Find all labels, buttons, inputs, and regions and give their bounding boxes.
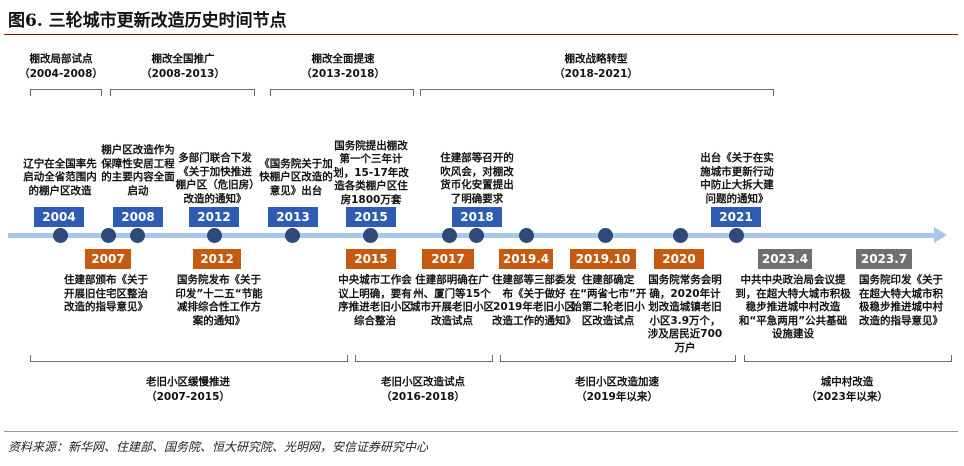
top-phase-4: 棚改战略转型 （2018-2021） bbox=[536, 52, 656, 82]
event-2018-description: 住建部等召开的吹风会，对棚改货币化安置提出了明确要求 bbox=[440, 152, 514, 205]
year-tag-2019-4: 2019.4 bbox=[499, 249, 553, 269]
event-2013-description: 《国务院关于加快棚户区改造的意见》出台 bbox=[259, 157, 333, 197]
top-phase-4-bracket bbox=[420, 89, 774, 96]
top-phase-3-bracket bbox=[270, 89, 414, 96]
timeline-node-2018 bbox=[469, 228, 484, 243]
timeline-node-2008 bbox=[130, 228, 145, 243]
event-2023-7-description: 国务院印发《关于在超大特大城市积极稳步推进城中村改造的指导意见》 bbox=[859, 274, 943, 327]
timeline-node-2020 bbox=[673, 228, 688, 243]
phase-name: 棚改全国推广 bbox=[151, 53, 215, 65]
timeline-node-2012 bbox=[207, 228, 222, 243]
phase-name: 棚改局部试点 bbox=[29, 53, 93, 65]
phase-name: 老旧小区改造加速 bbox=[575, 376, 659, 388]
year-tag-2019-10: 2019.10 bbox=[570, 249, 636, 269]
timeline-node-2015 bbox=[363, 228, 378, 243]
bottom-phase-1: 老旧小区缓慢推进 （2007-2015） bbox=[128, 375, 248, 405]
timeline-node-2013 bbox=[285, 228, 300, 243]
phase-name: 老旧小区改造试点 bbox=[381, 376, 465, 388]
bottom-phase-4: 城中村改造 （2023年以来） bbox=[790, 375, 904, 405]
year-tag-2023-4: 2023.4 bbox=[758, 249, 812, 269]
event-2023-4-description: 中共中央政治局会议提到，在超大特大城市积极稳步推进城中村改造和“平急两用”公共基… bbox=[735, 274, 851, 340]
bottom-phase-2-bracket bbox=[355, 355, 493, 362]
event-2017-description: 住建部明确在广州、厦门等15个城市开展老旧小区改造试点 bbox=[410, 274, 494, 327]
phase-name: 老旧小区缓慢推进 bbox=[146, 376, 230, 388]
phase-period: （2007-2015） bbox=[146, 391, 230, 403]
phase-period: （2013-2018） bbox=[301, 68, 385, 80]
bottom-phase-3-bracket bbox=[500, 355, 736, 362]
timeline-arrowhead bbox=[934, 227, 947, 243]
timeline-node-2004 bbox=[53, 228, 68, 243]
phase-period: （2019年以来） bbox=[576, 391, 658, 403]
bottom-phase-4-bracket bbox=[744, 355, 952, 362]
top-phase-2-bracket bbox=[110, 89, 255, 96]
timeline-node-2017 bbox=[442, 228, 457, 243]
top-phase-2: 棚改全国推广 （2008-2013） bbox=[128, 52, 238, 82]
year-tag-2015-bottom: 2015 bbox=[346, 249, 396, 269]
phase-period: （2018-2021） bbox=[554, 68, 638, 80]
event-2015-description: 国务院提出棚改第一个三年计划，15-17年改造各类棚户区住房1800万套 bbox=[333, 139, 409, 206]
year-tag-2015: 2015 bbox=[346, 207, 396, 227]
top-phase-1: 棚改局部试点 （2004-2008） bbox=[14, 52, 108, 82]
phase-period: （2016-2018） bbox=[381, 391, 465, 403]
phase-period: （2023年以来） bbox=[806, 391, 888, 403]
timeline-node-2019-4 bbox=[519, 228, 534, 243]
phase-period: （2004-2008） bbox=[19, 68, 103, 80]
phase-name: 城中村改造 bbox=[820, 376, 874, 388]
year-tag-2012: 2012 bbox=[189, 207, 239, 227]
year-tag-2018: 2018 bbox=[452, 207, 502, 227]
timeline-node-2019-10 bbox=[598, 228, 613, 243]
event-2019-10-description: 住建部确定在“两省七市”开始第二轮老旧小区改造试点 bbox=[569, 274, 647, 327]
event-2012-description: 多部门联合下发《关于加快推进棚户区（危旧房）改造的通知》 bbox=[175, 152, 255, 205]
year-tag-2017: 2017 bbox=[422, 249, 474, 269]
phase-period: （2008-2013） bbox=[141, 68, 225, 80]
year-tag-2021: 2021 bbox=[711, 207, 761, 227]
year-tag-2023-7: 2023.7 bbox=[856, 249, 912, 269]
event-2020-description: 国务院常务会明确，2020年计划改造城镇老旧小区3.9万个，涉及居民近700万户 bbox=[647, 274, 723, 354]
source-note: 资料来源：新华网、住建部、国务院、恒大研究院、光明网，安信证券研究中心 bbox=[8, 440, 429, 454]
event-2015-bottom-description: 中央城市工作会议上明确，要有序推进老旧小区综合整治 bbox=[338, 274, 412, 327]
figure-title: 图6. 三轮城市更新改造历史时间节点 bbox=[8, 11, 287, 31]
phase-name: 棚改全面提速 bbox=[311, 53, 375, 65]
footer-divider bbox=[4, 431, 958, 432]
year-tag-2020: 2020 bbox=[654, 249, 704, 269]
event-2019-4-description: 住建部等三部委发布《关于做好2019年老旧小区改造工作的通知》 bbox=[492, 274, 576, 327]
timeline-node-2021 bbox=[729, 228, 744, 243]
event-2007-description: 住建部颁布《关于开展旧住宅区整治改造的指导意见》 bbox=[64, 274, 148, 313]
top-phase-1-bracket bbox=[30, 89, 102, 96]
timeline-node-2007 bbox=[101, 228, 116, 243]
phase-name: 棚改战略转型 bbox=[564, 53, 628, 65]
year-tag-2013: 2013 bbox=[268, 207, 318, 227]
event-2012-bottom-description: 国务院发布《关于印发”十二五“节能减排综合性工作方案的通知》 bbox=[175, 274, 263, 327]
event-2008-description: 棚户区改造作为保障性安居工程的主要内容全面启动 bbox=[101, 144, 175, 197]
year-tag-2004: 2004 bbox=[34, 207, 84, 227]
top-phase-3: 棚改全面提速 （2013-2018） bbox=[288, 52, 398, 82]
event-2021-description: 出台《关于在实施城市更新行动中防止大拆大建问题的通知》 bbox=[700, 152, 774, 205]
title-divider bbox=[4, 34, 958, 35]
bottom-phase-3: 老旧小区改造加速 （2019年以来） bbox=[555, 375, 679, 405]
year-tag-2008: 2008 bbox=[113, 207, 163, 227]
year-tag-2012-bottom: 2012 bbox=[193, 249, 241, 269]
year-tag-2007: 2007 bbox=[85, 249, 131, 269]
bottom-phase-1-bracket bbox=[30, 355, 348, 362]
event-2004-description: 辽宁在全国率先启动全省范围内的棚户区改造 bbox=[23, 157, 97, 197]
bottom-phase-2: 老旧小区改造试点 （2016-2018） bbox=[362, 375, 484, 405]
